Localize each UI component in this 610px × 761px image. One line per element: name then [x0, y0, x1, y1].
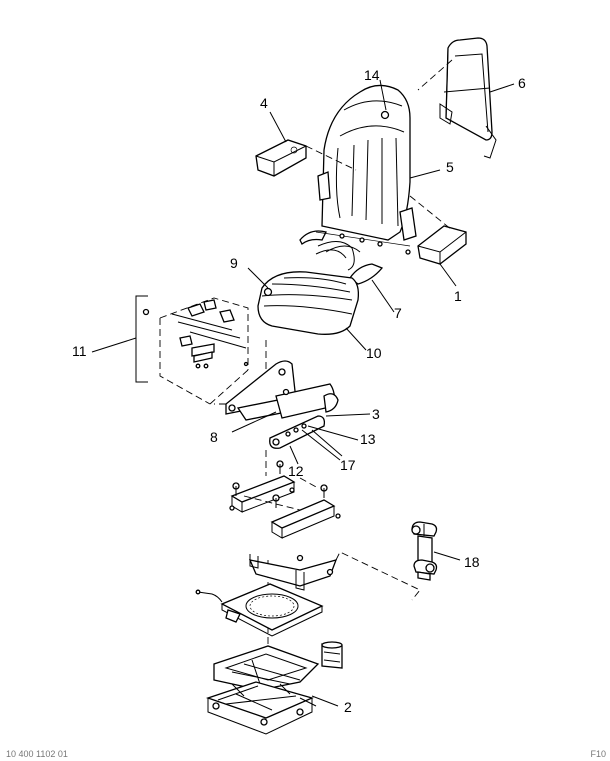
swivel-bracket — [248, 551, 421, 601]
air-spring — [321, 641, 343, 669]
callout-7: 7 — [394, 305, 402, 321]
seat-back — [317, 84, 417, 241]
side-bolster — [349, 263, 384, 285]
callout-4: 4 — [260, 95, 268, 111]
left-armrest — [255, 139, 307, 177]
adjustment-handle — [269, 415, 326, 449]
callout-3: 3 — [372, 406, 380, 422]
seat-cushion — [257, 271, 360, 335]
drawing-number: 10 400 1102 01 — [6, 749, 68, 759]
seat-frame — [225, 360, 339, 421]
callout-18: 18 — [464, 554, 480, 570]
callout-9: 9 — [230, 255, 238, 271]
suspension-base — [205, 645, 320, 735]
callout-5: 5 — [446, 159, 454, 175]
adjustment-linkage-group — [142, 297, 249, 405]
upper-track-brackets — [229, 460, 341, 539]
callout-10: 10 — [366, 345, 382, 361]
callout-1: 1 — [454, 288, 462, 304]
swivel-plate — [195, 583, 324, 637]
back-hardware — [299, 230, 411, 271]
callout-6: 6 — [518, 75, 526, 91]
right-armrest — [417, 225, 467, 265]
shock-absorber — [411, 521, 438, 581]
callout-14: 14 — [364, 67, 380, 83]
callout-8: 8 — [210, 429, 218, 445]
callout-12: 12 — [288, 463, 304, 479]
callout-13: 13 — [360, 431, 376, 447]
figure-number: F10 — [590, 749, 606, 759]
callout-11: 11 — [72, 343, 87, 359]
callout-17: 17 — [340, 457, 356, 473]
head-restraint-frame — [439, 37, 497, 159]
callout-2: 2 — [344, 699, 352, 715]
leader-lines — [91, 79, 515, 707]
group-bracket-11 — [135, 295, 148, 383]
